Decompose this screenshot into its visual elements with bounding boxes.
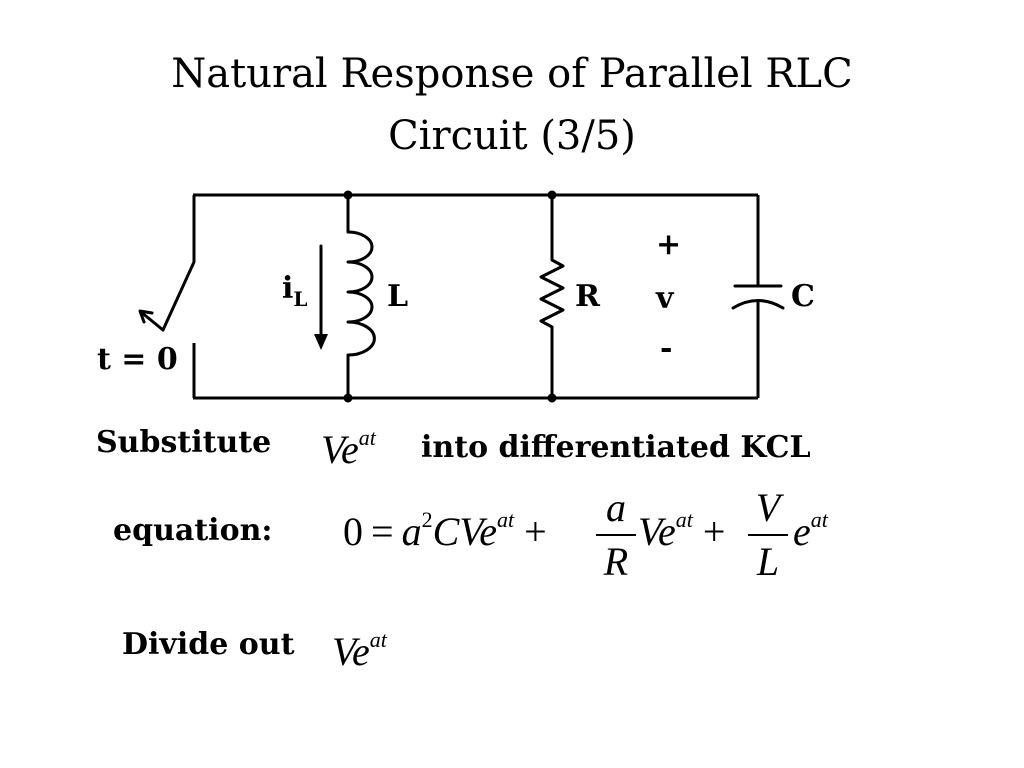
math-exponent-at: at — [358, 425, 376, 450]
fraction-denominator-r: R — [603, 539, 629, 584]
resistor-zigzag — [539, 258, 565, 329]
node-bottom-right — [547, 393, 557, 403]
ve-at-expression-2: Veat — [332, 629, 387, 674]
math-ve: Ve — [638, 509, 676, 554]
fraction-bar — [596, 534, 636, 536]
switch-label: t = 0 — [97, 342, 178, 377]
fraction-denominator-l: L — [756, 539, 780, 584]
switch-blade — [161, 260, 196, 332]
math-ve: Ve — [332, 629, 370, 674]
fraction-v-over-l: V L — [748, 488, 788, 582]
current-arrow-head — [314, 334, 328, 350]
capacitor-label: C — [791, 279, 815, 314]
voltage-plus: + — [656, 227, 682, 262]
fraction-bar — [748, 534, 788, 536]
into-kcl-text: into differentiated KCL — [421, 430, 811, 465]
current-label: iL — [282, 271, 307, 310]
inductor-coil — [346, 230, 376, 357]
substitute-text: Substitute — [96, 425, 272, 460]
math-square: 2 — [421, 507, 433, 532]
node-bottom-left — [343, 393, 353, 403]
resistor-label: R — [575, 279, 600, 314]
math-zero: 0 — [343, 509, 363, 554]
voltage-minus: - — [660, 331, 673, 366]
math-a: a — [401, 509, 422, 554]
node-top-left — [343, 190, 353, 200]
fraction-a-over-r: a R — [596, 488, 636, 582]
equation-middle-part: Veat + — [638, 509, 726, 554]
math-cve: CVe — [432, 509, 497, 554]
math-e: e — [793, 509, 811, 554]
slide-title-line-2: Circuit (3/5) — [388, 113, 636, 159]
ve-at-expression-1: Veat — [321, 427, 376, 472]
equation-left-part: 0=a2CVeat + — [343, 509, 547, 554]
node-top-right — [547, 190, 557, 200]
inductor-label: L — [387, 279, 409, 314]
math-exponent-at: at — [369, 627, 387, 652]
equation-label: equation: — [113, 513, 273, 548]
voltage-label: v — [656, 281, 674, 316]
slide-title-line-1: Natural Response of Parallel RLC — [171, 51, 853, 97]
current-label-subscript: L — [293, 287, 308, 311]
equation-right-part: eat — [793, 509, 828, 554]
fraction-numerator-a: a — [606, 485, 626, 530]
math-equals: = — [371, 509, 394, 554]
math-ve: Ve — [321, 427, 359, 472]
math-exponent-at: at — [497, 507, 515, 532]
math-exponent-at: at — [675, 507, 693, 532]
math-plus: + — [702, 509, 726, 554]
current-label-main: i — [282, 271, 294, 306]
switch-arrow-head — [138, 309, 154, 324]
fraction-numerator-v: V — [755, 485, 781, 530]
divide-out-text: Divide out — [122, 627, 295, 662]
switch-arrow-shaft — [139, 310, 165, 332]
math-plus: + — [524, 509, 547, 554]
math-exponent-at: at — [810, 507, 828, 532]
